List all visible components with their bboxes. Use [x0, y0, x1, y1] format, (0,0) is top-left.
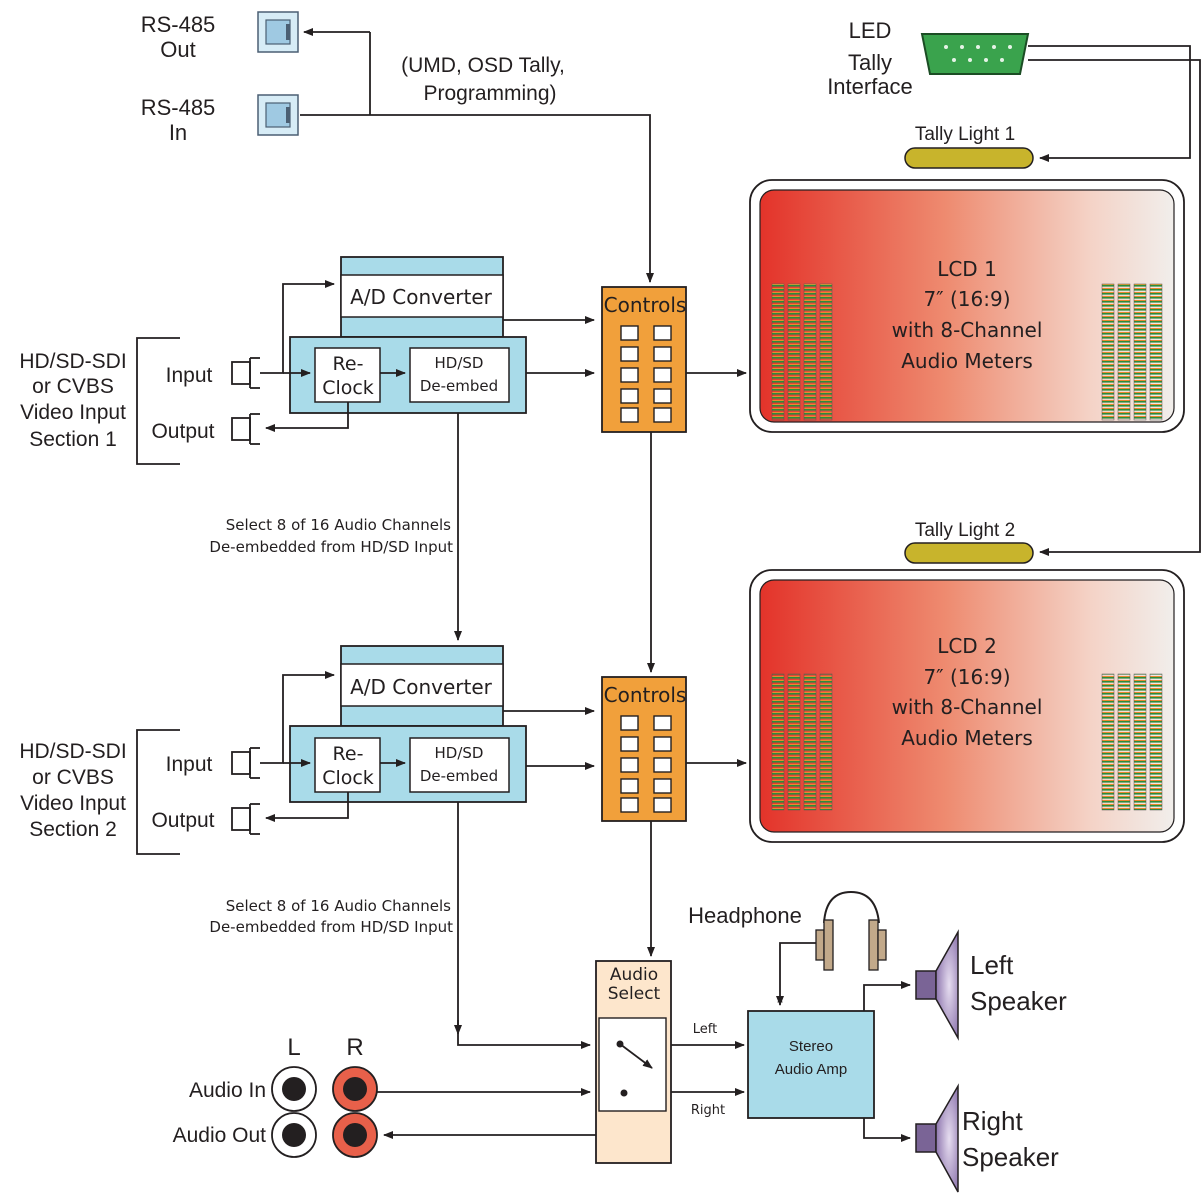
section2-input-label: Input: [166, 753, 213, 776]
lcd1-meters-left: [771, 283, 833, 421]
tally2-line: [1028, 59, 1201, 556]
section2-output-label: Output: [151, 809, 214, 832]
section1-reclock-label: Re-Clock: [322, 353, 374, 399]
section1-input-connector: [231, 357, 260, 389]
audio-out-r-jack: [332, 1112, 378, 1158]
tally1-light: [904, 147, 1034, 169]
section2-controls-block: [601, 676, 687, 822]
left-channel-label: Left: [693, 1022, 717, 1037]
audio-in-label: Audio In: [189, 1079, 266, 1102]
section2-control-buttons: [620, 715, 672, 813]
section2-reclock-label: Re-Clock: [322, 743, 374, 789]
section1-bracket: [136, 337, 180, 465]
headphone-wire: [776, 942, 816, 1006]
left-speaker-wire: [863, 981, 911, 1011]
right-speaker-icon: [915, 1083, 959, 1193]
tally1-label: Tally Light 1: [915, 124, 1015, 145]
audio-out-label: Audio Out: [173, 1124, 267, 1147]
section2-adc-label: A/D Converter: [350, 675, 493, 699]
tally2-light: [904, 542, 1034, 564]
connector-l-label: L: [287, 1034, 300, 1061]
right-channel-label: Right: [691, 1103, 725, 1118]
section1-input-label: Input: [166, 364, 213, 387]
audio-in-l-jack: [271, 1066, 317, 1112]
connector-r-label: R: [346, 1034, 363, 1061]
stereo-amp-block: [747, 1010, 875, 1119]
section2-output-connector: [231, 803, 260, 835]
section1-output-label: Output: [151, 420, 214, 443]
lcd1-meters-right: [1101, 283, 1163, 421]
audio-out-l-jack: [271, 1112, 317, 1158]
rs485-in-port: [257, 94, 299, 136]
right-speaker-wire: [863, 1118, 911, 1142]
section1-output-connector: [231, 413, 260, 445]
tally1-line: [1028, 45, 1191, 162]
tally2-label: Tally Light 2: [915, 520, 1015, 541]
section1-adc-label: A/D Converter: [350, 285, 493, 309]
section2-input-connector: [231, 747, 260, 779]
headphone-icon: [815, 890, 887, 971]
section1-controls-block: [601, 286, 687, 433]
rs485-note: (UMD, OSD Tally,Programming): [401, 54, 565, 105]
lcd2-meters-right: [1101, 673, 1163, 811]
audio-in-r-jack: [332, 1066, 378, 1112]
section1-controls-label: Controls: [604, 293, 687, 317]
headphone-label: Headphone: [688, 903, 802, 928]
rs485-to-controls-arrow: [300, 114, 654, 283]
section2-bracket: [136, 729, 180, 855]
left-speaker-icon: [915, 929, 959, 1041]
section1-control-buttons: [620, 325, 672, 423]
section2-controls-label: Controls: [604, 683, 687, 707]
rs485-out-port: [257, 11, 299, 53]
lcd2-meters-left: [771, 673, 833, 811]
svg-text:×: ×: [776, 993, 783, 1007]
led-tally-connector: [920, 33, 1030, 75]
